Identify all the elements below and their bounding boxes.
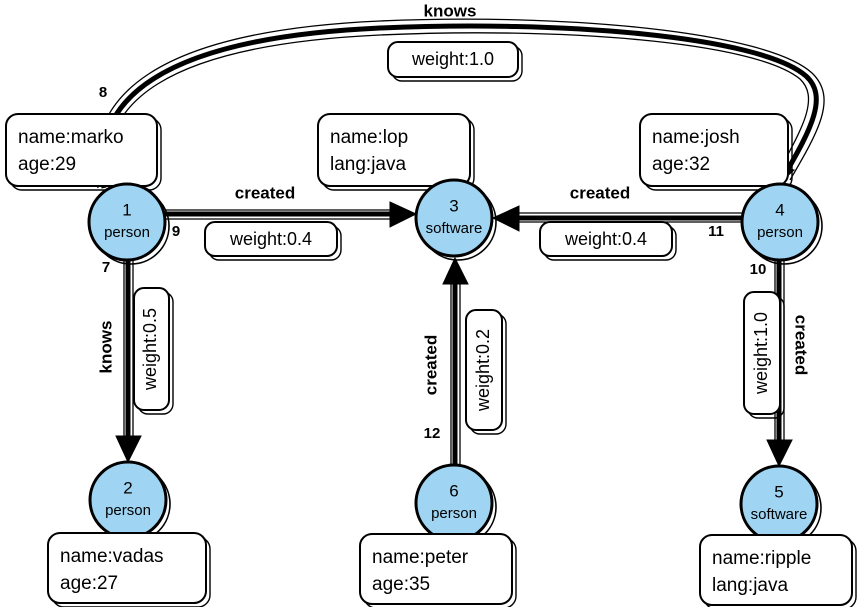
weight-box-edge-7: weight:0.5	[133, 287, 174, 415]
prop-box-node-4-rect	[639, 113, 789, 187]
prop-box-node-5: name:ripple lang:java	[699, 534, 857, 607]
edge-7-arrowhead	[115, 435, 142, 464]
prop-line: lang:java	[712, 575, 788, 596]
node-6-circle	[414, 463, 494, 543]
edge-12-arrowhead	[442, 256, 469, 285]
edge-8-path	[99, 23, 819, 189]
edge-9-id: 9	[172, 223, 180, 240]
node-4[interactable]: 4 person	[740, 182, 823, 265]
edge-7-label: knows	[96, 321, 115, 374]
edge-8-outline-lower	[107, 32, 810, 189]
edge-12-label: created	[421, 335, 440, 395]
prop-line: age:27	[60, 573, 118, 594]
edge-12-id: 12	[424, 425, 441, 442]
prop-line: age:32	[652, 154, 710, 175]
edge-11-label: created	[570, 183, 630, 202]
node-2-circle	[88, 460, 168, 540]
weight-label: weight:0.4	[229, 229, 312, 249]
prop-line: name:ripple	[712, 548, 811, 569]
weight-label: weight:0.5	[140, 308, 160, 391]
node-5-id: 5	[774, 482, 783, 501]
node-5[interactable]: 5 software	[739, 464, 822, 547]
weight-label: weight:1.0	[411, 49, 494, 69]
prop-line: name:vadas	[60, 546, 164, 567]
node-3-id: 3	[449, 196, 458, 215]
prop-box-node-4: name:josh age:32	[639, 113, 793, 191]
node-4-id: 4	[775, 200, 784, 219]
node-2-label: person	[105, 502, 151, 519]
node-1-circle	[87, 182, 167, 262]
prop-box-node-6-rect	[359, 533, 513, 605]
edge-11-arrowhead	[491, 205, 520, 232]
weight-box-edge-7-rect	[133, 287, 170, 411]
edge-8-label: knows	[424, 1, 477, 20]
edge-10-arrowhead	[766, 439, 793, 468]
node-3-circle	[414, 178, 494, 258]
prop-box-node-1: name:marko age:29	[5, 113, 162, 191]
prop-box-node-1-rect	[5, 113, 158, 187]
node-1-id: 1	[122, 200, 131, 219]
edge-8-id: 8	[99, 84, 107, 101]
weight-box-edge-9-rect	[204, 221, 338, 257]
prop-box-node-2: name:vadas age:27	[47, 532, 211, 607]
edge-7-id: 7	[102, 259, 110, 276]
node-2-id: 2	[123, 478, 132, 497]
node-5-circle	[739, 464, 819, 544]
prop-line: age:35	[372, 574, 430, 595]
weight-label: weight:0.4	[564, 229, 647, 249]
weight-label: weight:0.2	[473, 329, 493, 412]
weight-label: weight:1.0	[751, 312, 771, 395]
prop-box-node-5-rect	[699, 534, 853, 606]
prop-box-node-3: name:lop lang:java	[317, 113, 475, 191]
prop-line: name:josh	[652, 127, 740, 148]
prop-line: name:peter	[372, 547, 469, 568]
prop-line: age:29	[18, 154, 76, 175]
edge-8-outline-upper	[95, 18, 825, 189]
node-1[interactable]: 1 person	[87, 182, 170, 265]
node-5-label: software	[751, 506, 808, 523]
weight-box-edge-10-rect	[743, 291, 781, 415]
prop-box-node-3-rect	[317, 113, 471, 187]
weight-box-edge-12-rect	[465, 309, 503, 431]
weight-box-edge-10: weight:1.0	[743, 291, 785, 419]
node-4-label: person	[757, 224, 803, 241]
prop-line: lang:java	[330, 154, 406, 175]
weight-box-edge-12: weight:0.2	[465, 309, 507, 435]
edge-10-label: created	[792, 315, 811, 375]
weight-box-edge-8: weight:1.0	[387, 41, 523, 82]
prop-box-node-6: name:peter age:35	[359, 533, 517, 607]
prop-line: name:marko	[18, 127, 124, 148]
edge-9-arrowhead	[389, 201, 418, 228]
edge-10-id: 10	[750, 261, 767, 278]
weight-box-edge-9: weight:0.4	[204, 221, 342, 261]
node-4-circle	[740, 182, 820, 262]
weight-box-edge-11: weight:0.4	[539, 221, 677, 261]
node-6-label: person	[431, 505, 477, 522]
prop-box-node-2-rect	[47, 532, 207, 604]
weight-box-edge-11-rect	[539, 221, 673, 257]
node-1-label: person	[104, 224, 150, 241]
prop-line: name:lop	[330, 127, 408, 148]
edge-11-id: 11	[708, 223, 724, 240]
edge-9-created[interactable]	[165, 201, 418, 228]
edge-12-created[interactable]	[442, 256, 469, 466]
node-3[interactable]: 3 software	[414, 178, 497, 261]
edge-9-label: created	[235, 183, 295, 202]
node-2[interactable]: 2 person	[88, 460, 171, 543]
weight-box-edge-8-rect	[387, 41, 519, 78]
node-3-label: software	[426, 220, 483, 237]
node-6-id: 6	[449, 481, 458, 500]
